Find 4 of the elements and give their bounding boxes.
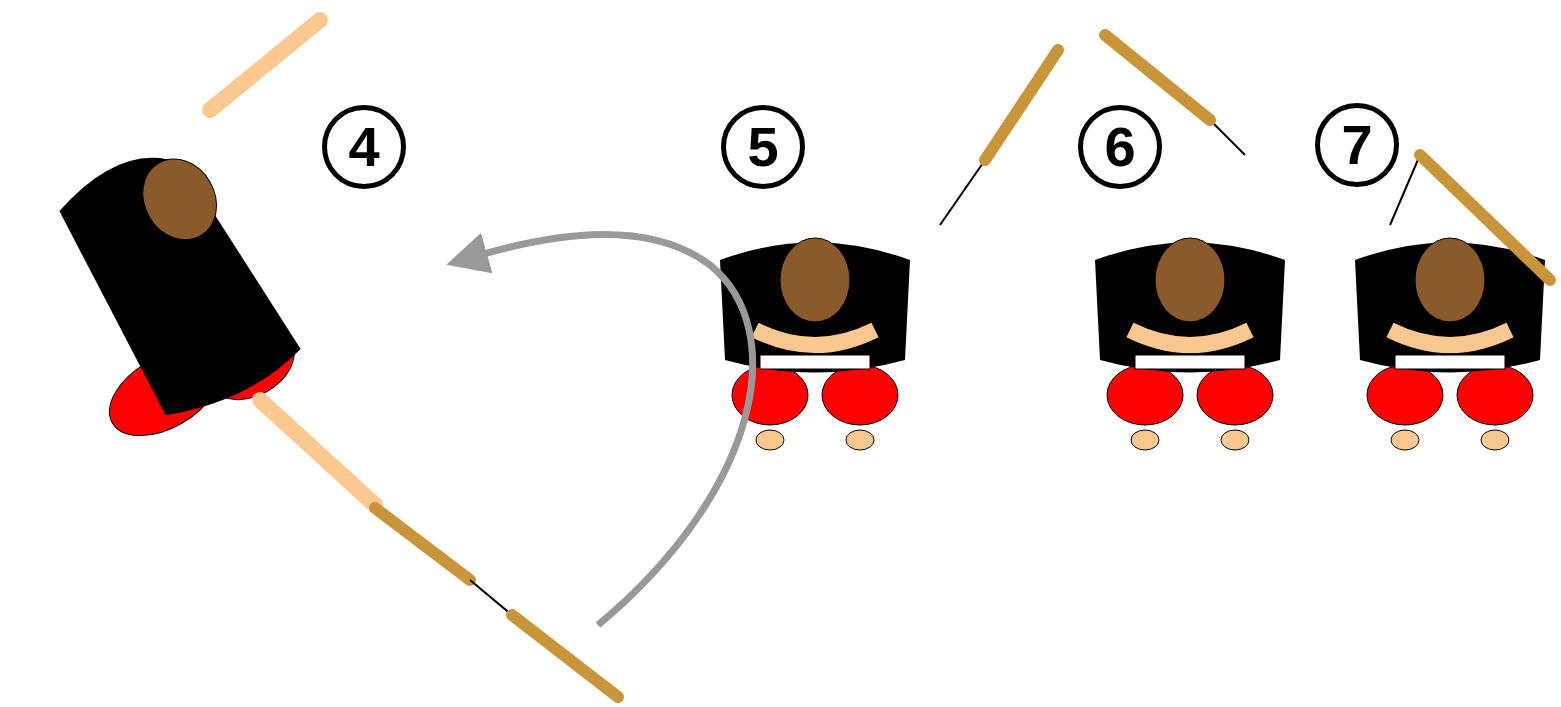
callout-number: 7: [1315, 103, 1399, 187]
callout-number: 6: [1078, 105, 1162, 189]
callout-number: 4: [322, 105, 406, 189]
callout-number: 5: [721, 105, 805, 189]
